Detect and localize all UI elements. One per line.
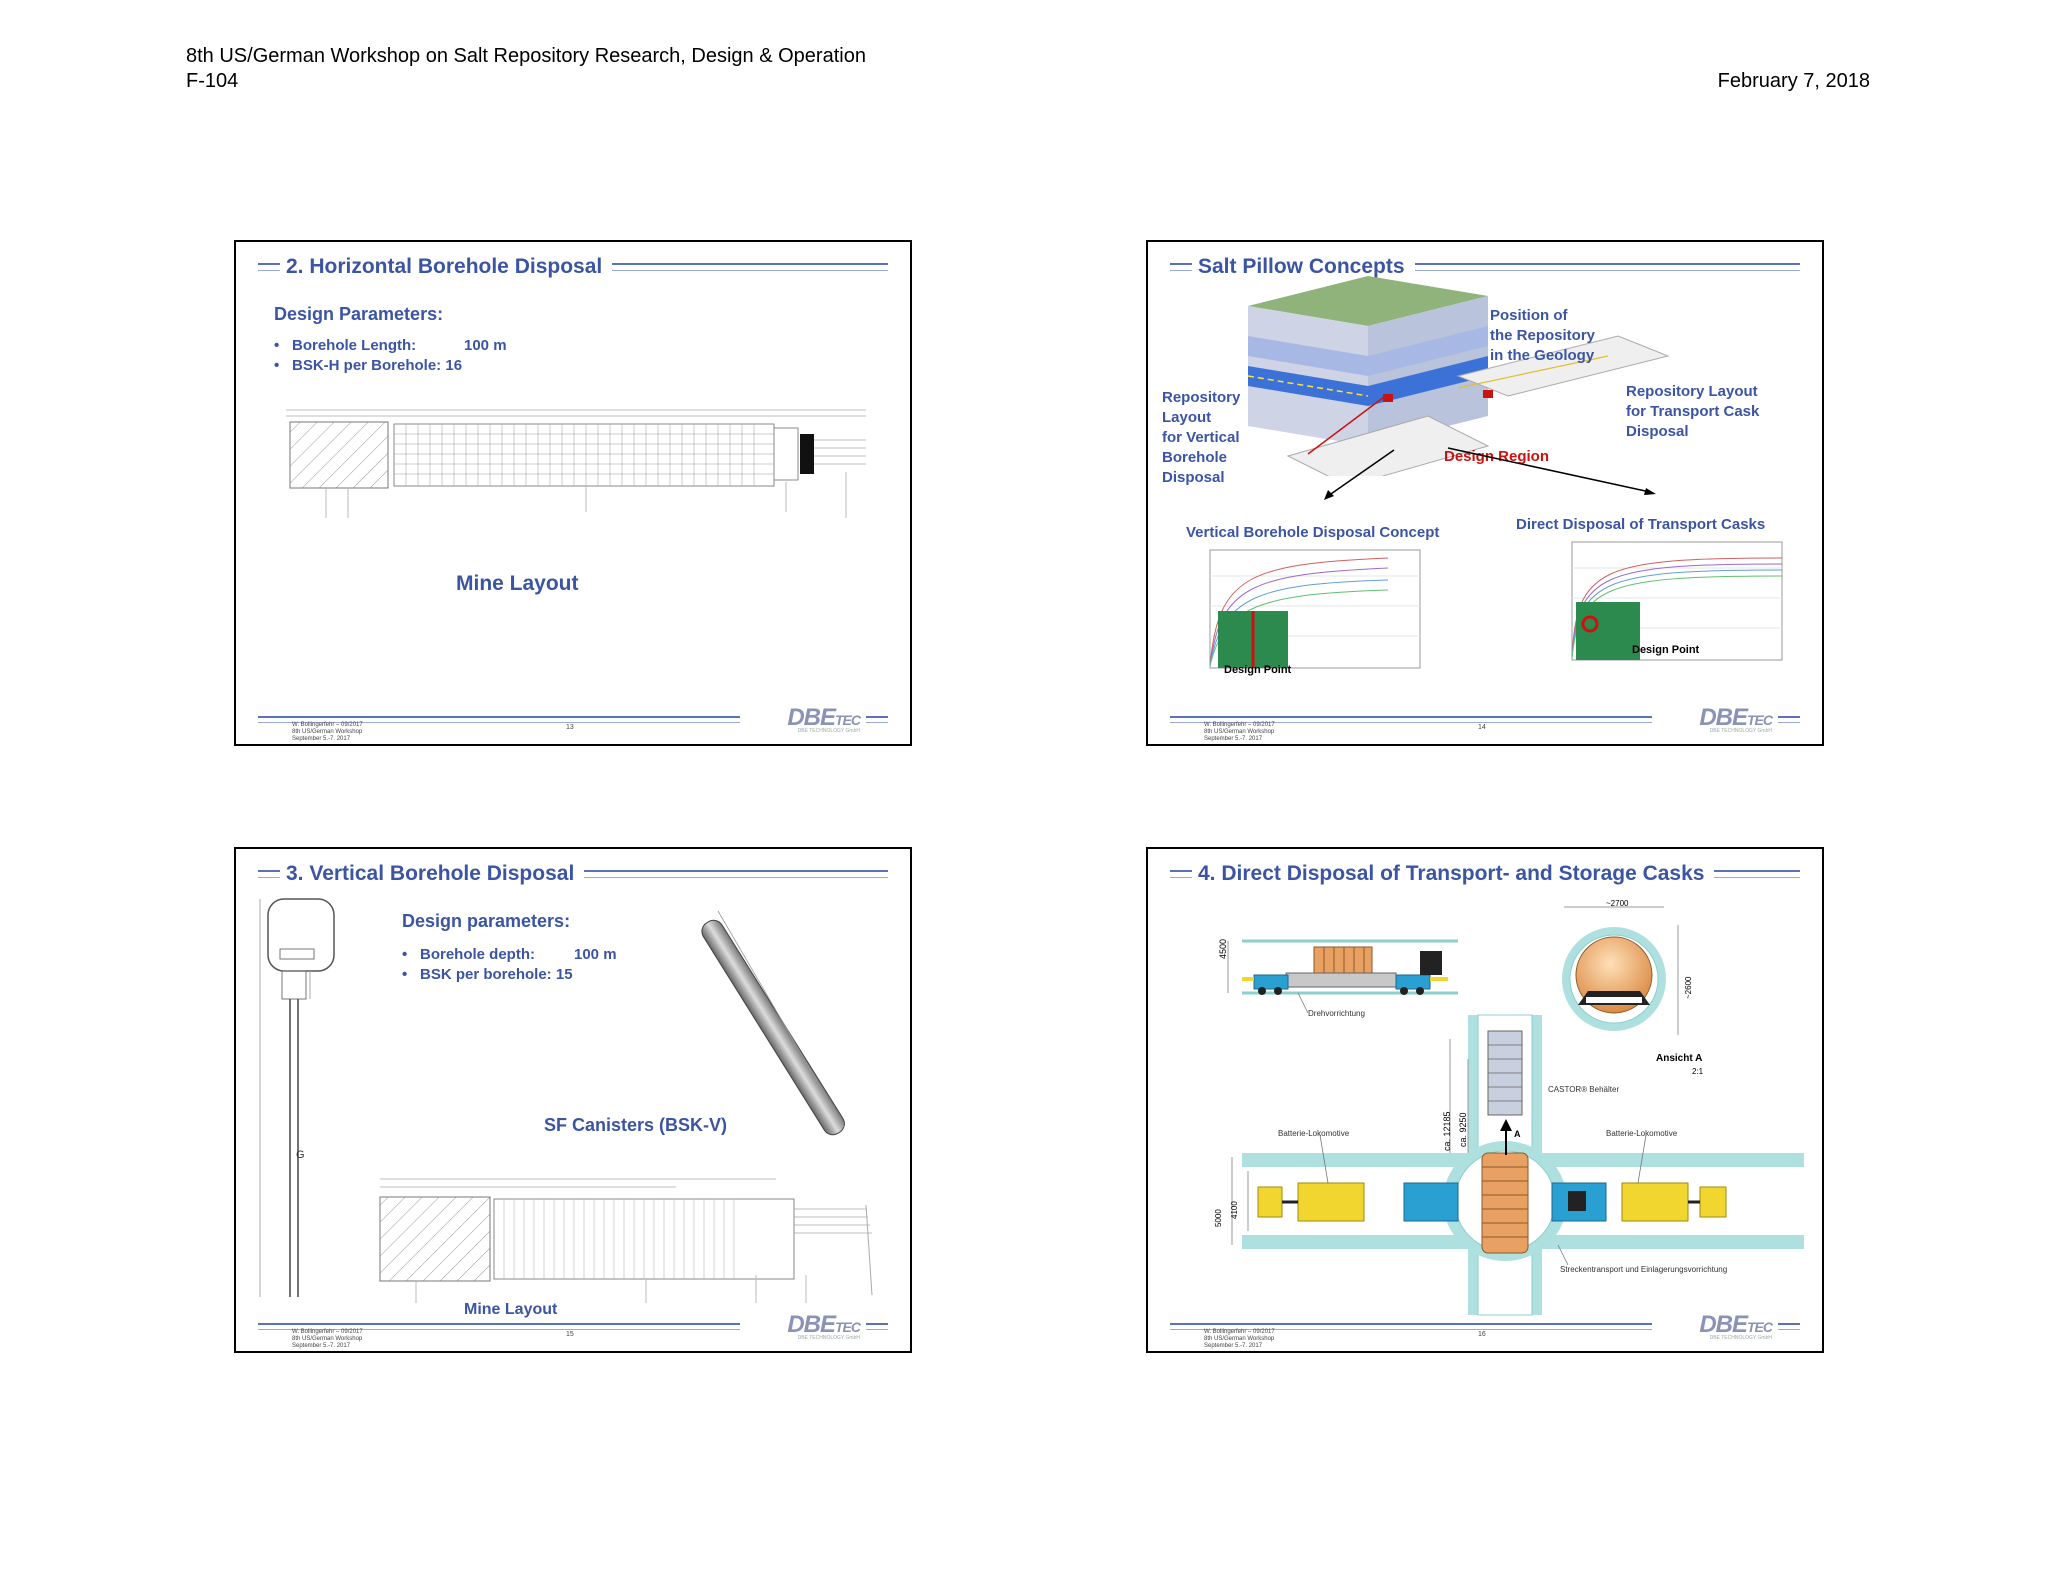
slide-title: 3. Vertical Borehole Disposal xyxy=(286,862,575,885)
left-chart-title: Vertical Borehole Disposal Concept xyxy=(1186,524,1440,541)
slide-title-bar: 3. Vertical Borehole Disposal xyxy=(258,859,888,889)
slide-title: Salt Pillow Concepts xyxy=(1198,255,1405,278)
transport-cask-temperature-chart xyxy=(1571,541,1783,661)
param-item: BSK per borehole: 15 xyxy=(402,965,617,985)
slide-15: 3. Vertical Borehole Disposal G Design p… xyxy=(234,847,912,1353)
dim-4500: 4500 xyxy=(1218,938,1228,959)
dim-9250: ca. 9250 xyxy=(1458,1112,1468,1147)
design-point-label-left: Design Point xyxy=(1224,664,1292,676)
design-point-label-right: Design Point xyxy=(1632,644,1700,656)
slide-13: 2. Horizontal Borehole Disposal Design P… xyxy=(234,240,912,746)
arrow-a-label: A xyxy=(1514,1129,1521,1139)
dbe-tec-logo: DBETEC xyxy=(787,704,861,731)
label-lok-right: Batterie-Lokomotive xyxy=(1606,1129,1678,1138)
document-id: F-104 xyxy=(186,70,239,92)
param-item: Borehole Length:100 m xyxy=(274,336,507,356)
document-date: February 7, 2018 xyxy=(1717,70,1870,92)
vertical-borehole-temperature-chart xyxy=(1209,549,1421,669)
logo-subtitle: DBE TECHNOLOGY GmbH xyxy=(1709,728,1772,734)
label-drehvorrichtung: Drehvorrichtung xyxy=(1308,1009,1365,1018)
logo-subtitle: DBE TECHNOLOGY GmbH xyxy=(1709,1335,1772,1341)
slide-title-bar: 4. Direct Disposal of Transport- and Sto… xyxy=(1170,859,1800,889)
slide-page-number: 15 xyxy=(566,1331,574,1338)
sf-canister-drawing xyxy=(701,910,845,1136)
label-scale: 2:1 xyxy=(1692,1067,1704,1076)
dbe-tec-logo: DBETEC xyxy=(787,1311,861,1338)
dim-12185: ca. 12185 xyxy=(1442,1111,1452,1151)
dim-2600: ~2600 xyxy=(1684,976,1693,999)
slide-page-number: 16 xyxy=(1478,1331,1486,1338)
canister-caption: SF Canisters (BSK-V) xyxy=(544,1115,728,1135)
label-lok-left: Batterie-Lokomotive xyxy=(1278,1129,1350,1138)
right-chart-title: Direct Disposal of Transport Casks xyxy=(1516,516,1766,533)
dim-2700: ~2700 xyxy=(1606,899,1629,908)
workshop-title: 8th US/German Workshop on Salt Repositor… xyxy=(186,45,866,67)
label-ansicht-a: Ansicht A xyxy=(1656,1053,1703,1064)
horizontal-mine-layout-drawing xyxy=(286,409,866,518)
mine-layout-caption: Mine Layout xyxy=(464,1301,558,1318)
param-item: BSK-H per Borehole: 16 xyxy=(274,356,507,376)
slide-title-bar: Salt Pillow Concepts xyxy=(1170,252,1800,282)
slide-page-number: 13 xyxy=(566,724,574,731)
slide-16: 4. Direct Disposal of Transport- and Sto… xyxy=(1146,847,1824,1353)
params-heading: Design parameters: xyxy=(402,911,571,931)
vertical-borehole-drawing xyxy=(259,898,335,1297)
vertical-mine-layout-drawing xyxy=(379,1178,873,1303)
transport-cask-drawing xyxy=(1227,906,1804,1316)
label-streckentransport: Streckentransport und Einlagerungsvorric… xyxy=(1560,1265,1728,1274)
slide-title: 4. Direct Disposal of Transport- and Sto… xyxy=(1198,862,1705,885)
dbe-tec-logo: DBETEC xyxy=(1699,1311,1773,1338)
g-marker-label: G xyxy=(296,1149,305,1161)
dim-4100: 4100 xyxy=(1230,1201,1239,1219)
params-heading: Design Parameters: xyxy=(274,304,444,324)
label-castor: CASTOR® Behälter xyxy=(1548,1085,1620,1094)
dbe-tec-logo: DBETEC xyxy=(1699,704,1773,731)
geology-block-diagram xyxy=(1247,276,1670,476)
params-list: Borehole Length:100 m BSK-H per Borehole… xyxy=(274,336,507,376)
slide-page-number: 14 xyxy=(1478,724,1486,731)
slide-title-bar: 2. Horizontal Borehole Disposal xyxy=(258,252,888,282)
params-list: Borehole depth:100 m BSK per borehole: 1… xyxy=(402,945,617,985)
param-item: Borehole depth:100 m xyxy=(402,945,617,965)
mine-layout-caption: Mine Layout xyxy=(456,572,579,595)
dim-5000: 5000 xyxy=(1214,1209,1223,1227)
logo-subtitle: DBE TECHNOLOGY GmbH xyxy=(797,728,860,734)
slide-title: 2. Horizontal Borehole Disposal xyxy=(286,255,603,278)
pointer-arrows xyxy=(1324,447,1656,500)
logo-subtitle: DBE TECHNOLOGY GmbH xyxy=(797,1335,860,1341)
